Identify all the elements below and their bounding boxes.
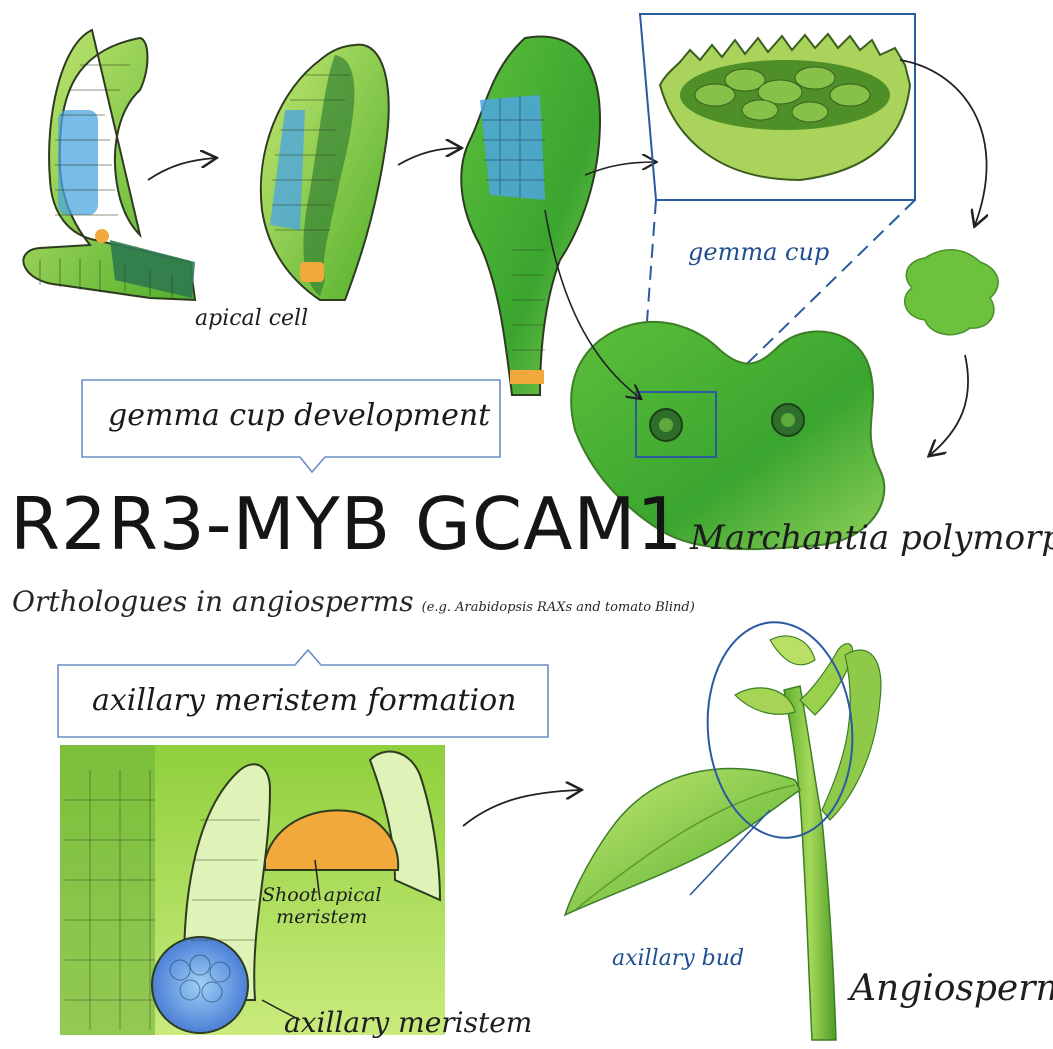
gemma-stage-2 <box>261 45 389 300</box>
angiosperms-label: Angiosperms <box>850 968 1053 1009</box>
callout-bottom-text: axillary meristem formation <box>92 683 517 718</box>
arrow-stage1-to-stage2 <box>148 158 215 180</box>
arrow-stage2-to-stage3 <box>398 148 460 165</box>
page-title: R2R3-MYB GCAM1 <box>10 482 683 566</box>
shoot-apical-meristem-line1: Shoot apical <box>262 884 381 906</box>
axillary-meristem-label: axillary meristem <box>284 1006 532 1039</box>
subtitle: Orthologues in angiosperms (e.g. Arabidop… <box>12 585 695 618</box>
callout-top-text: gemma cup development <box>108 398 490 433</box>
arrow-gemma-to-thallus <box>930 355 968 455</box>
subtitle-note: (e.g. Arabidopsis RAXs and tomato Blind) <box>422 600 695 615</box>
axillary-bud-label: axillary bud <box>612 946 744 971</box>
gemma-stage-1 <box>23 30 195 300</box>
marchantia-label: Marchantia polymorpha <box>690 518 1053 558</box>
shoot-apical-meristem-line2: meristem <box>262 906 381 928</box>
gemma-cup-label: gemma cup <box>688 238 829 266</box>
gemma-stage-3 <box>461 37 600 395</box>
apical-cell-label: apical cell <box>195 306 308 331</box>
gemma <box>905 250 999 335</box>
angiosperm-plant <box>565 616 881 1040</box>
shoot-apical-meristem-label: Shoot apical meristem <box>262 884 381 928</box>
axillary-tissue-section <box>60 745 445 1035</box>
subtitle-main: Orthologues in angiosperms <box>12 585 414 618</box>
arrow-tissue-to-plant <box>463 790 580 826</box>
